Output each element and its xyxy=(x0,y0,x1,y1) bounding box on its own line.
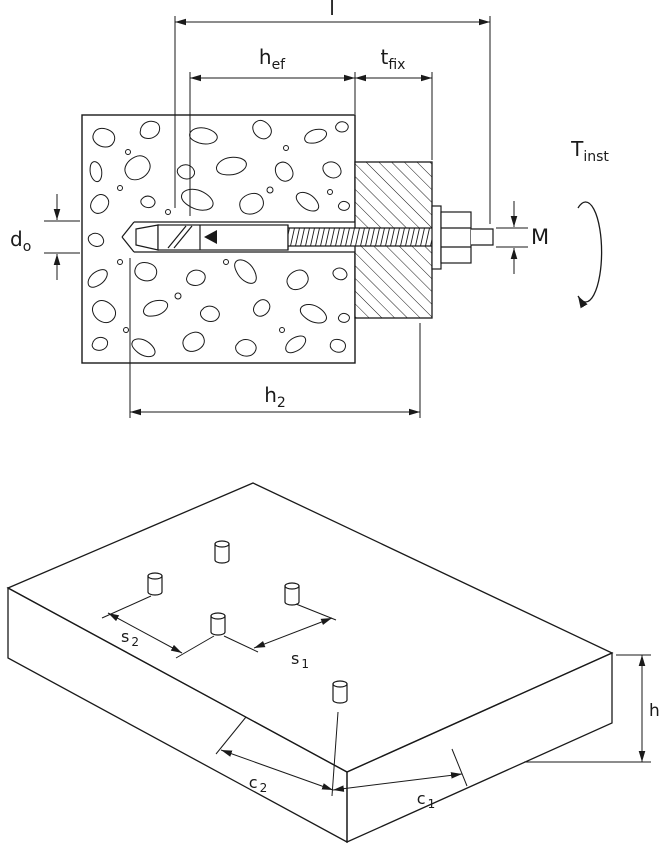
stud-body xyxy=(284,585,300,606)
dim-hole-depth: h2 xyxy=(129,258,421,418)
extension-line xyxy=(295,603,337,621)
expansion-cone xyxy=(135,224,159,251)
anchor-stud-1 xyxy=(147,572,163,596)
sleeve-slot xyxy=(173,225,193,249)
label-h: h xyxy=(649,701,660,721)
stud-body xyxy=(214,543,230,564)
aggregate-dot xyxy=(174,292,182,300)
aggregate-dot xyxy=(123,327,129,333)
label-m: M xyxy=(531,225,549,249)
threaded-rod xyxy=(287,225,432,250)
stone xyxy=(338,201,350,211)
stud-body xyxy=(210,615,226,636)
label-l: l xyxy=(329,0,335,20)
aggregate-texture xyxy=(84,116,350,361)
hole-tip-edge xyxy=(121,221,135,238)
washer xyxy=(431,205,442,270)
dim-thread-size: M xyxy=(496,201,549,274)
dimension-line xyxy=(253,617,333,649)
stud-body xyxy=(147,575,163,596)
sleeve-slot xyxy=(167,225,187,249)
depth-setting-mark xyxy=(204,230,217,244)
stud-top xyxy=(284,582,300,590)
dim-overall-length: l xyxy=(174,0,491,224)
dim-hole-diameter: do xyxy=(10,194,80,280)
dimension-line xyxy=(107,612,183,654)
stone xyxy=(338,313,350,323)
extension-line xyxy=(451,748,468,787)
anchor-section-view: Tinst l hef tfix do xyxy=(10,0,609,418)
nut-body xyxy=(440,211,472,264)
torque-arrow xyxy=(577,201,603,309)
label-tfix: tfix xyxy=(381,45,406,73)
stone xyxy=(335,121,349,133)
aggregate-dot xyxy=(279,327,285,333)
label-do: do xyxy=(10,227,31,255)
stud-top xyxy=(147,572,163,580)
anchor-stud-5 xyxy=(332,680,348,704)
slab-front-face xyxy=(7,586,348,844)
stud-top xyxy=(332,680,348,688)
aggregate-dot xyxy=(283,145,289,151)
dim-embedment-depth: hef xyxy=(189,45,356,216)
dim-fixture-thickness: tfix xyxy=(355,45,433,160)
label-h2: h2 xyxy=(264,383,286,411)
bolt-end-outline xyxy=(471,228,494,246)
hole-tip-edge xyxy=(121,236,135,253)
aggregate-dot xyxy=(266,186,274,194)
slab-side-face xyxy=(346,651,613,844)
anchor-stud-4 xyxy=(210,612,226,636)
aggregate-dot xyxy=(125,149,131,155)
aggregate-dot xyxy=(117,185,123,191)
slab-top-face xyxy=(6,482,614,773)
dimension-line xyxy=(220,749,334,791)
aggregate-dot xyxy=(117,259,123,265)
label-tinst: Tinst xyxy=(570,137,609,165)
anchor-stud-2 xyxy=(214,540,230,564)
label-hef: hef xyxy=(259,45,286,73)
wedge-anchor xyxy=(135,224,289,251)
extension-line xyxy=(101,595,152,619)
stud-top xyxy=(210,612,226,620)
extension-line xyxy=(223,635,259,653)
rod-thread xyxy=(288,228,432,246)
extension-line xyxy=(331,711,339,797)
dim-member-thickness: h xyxy=(524,654,660,763)
stud-top xyxy=(214,540,230,548)
stud-body xyxy=(332,683,348,704)
anchor-sleeve xyxy=(157,224,289,251)
aggregate-dot xyxy=(223,259,229,265)
aggregate-dot xyxy=(327,189,333,195)
bolt-end xyxy=(471,228,494,246)
anchor-stud-3 xyxy=(284,582,300,606)
dimension-line xyxy=(332,772,463,792)
extension-line xyxy=(175,635,215,659)
aggregate-dot xyxy=(165,209,171,215)
hex-nut xyxy=(440,211,472,264)
torque-symbol: Tinst xyxy=(570,137,609,309)
extension-line xyxy=(215,716,247,755)
